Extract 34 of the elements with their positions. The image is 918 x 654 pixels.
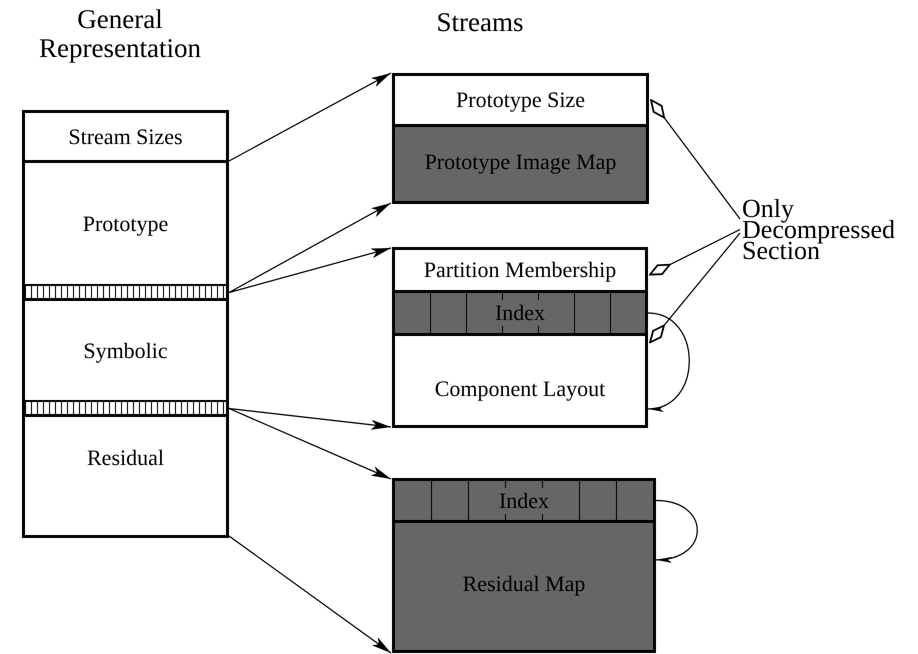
arrow <box>228 72 392 162</box>
column-heading: Streams <box>436 8 524 37</box>
arrow <box>228 202 392 294</box>
section-label: Residual <box>87 445 164 471</box>
section-label: Stream Sizes <box>68 124 183 150</box>
curved-arrow <box>656 500 698 562</box>
note-text: Only Decompressed Section <box>742 198 907 268</box>
section-box <box>22 414 229 538</box>
arrow <box>228 247 392 294</box>
column-heading: General Representation <box>38 5 202 63</box>
section-label: Symbolic <box>83 338 168 364</box>
index-strip <box>392 290 648 336</box>
section-label: Prototype <box>82 211 168 237</box>
section-label: Partition Membership <box>424 257 616 283</box>
stream-section <box>392 333 648 428</box>
arrow <box>228 408 392 430</box>
section-box <box>22 160 229 287</box>
section-label: Residual Map <box>462 571 586 597</box>
leader-line <box>649 228 740 276</box>
stream-section <box>392 520 656 653</box>
leader-line <box>650 99 740 220</box>
index-strip <box>392 478 656 523</box>
section-label: Component Layout <box>434 376 606 402</box>
section-label: Prototype Image Map <box>424 149 616 175</box>
stream-section <box>392 124 649 204</box>
section-box <box>22 110 229 163</box>
arrow <box>228 408 392 480</box>
stream-section <box>392 247 648 293</box>
leader-line <box>649 232 740 344</box>
curved-arrow <box>648 312 690 410</box>
stream-section <box>392 73 649 127</box>
arrow <box>228 536 392 654</box>
section-box <box>22 298 229 403</box>
section-label: Prototype Size <box>456 87 585 113</box>
